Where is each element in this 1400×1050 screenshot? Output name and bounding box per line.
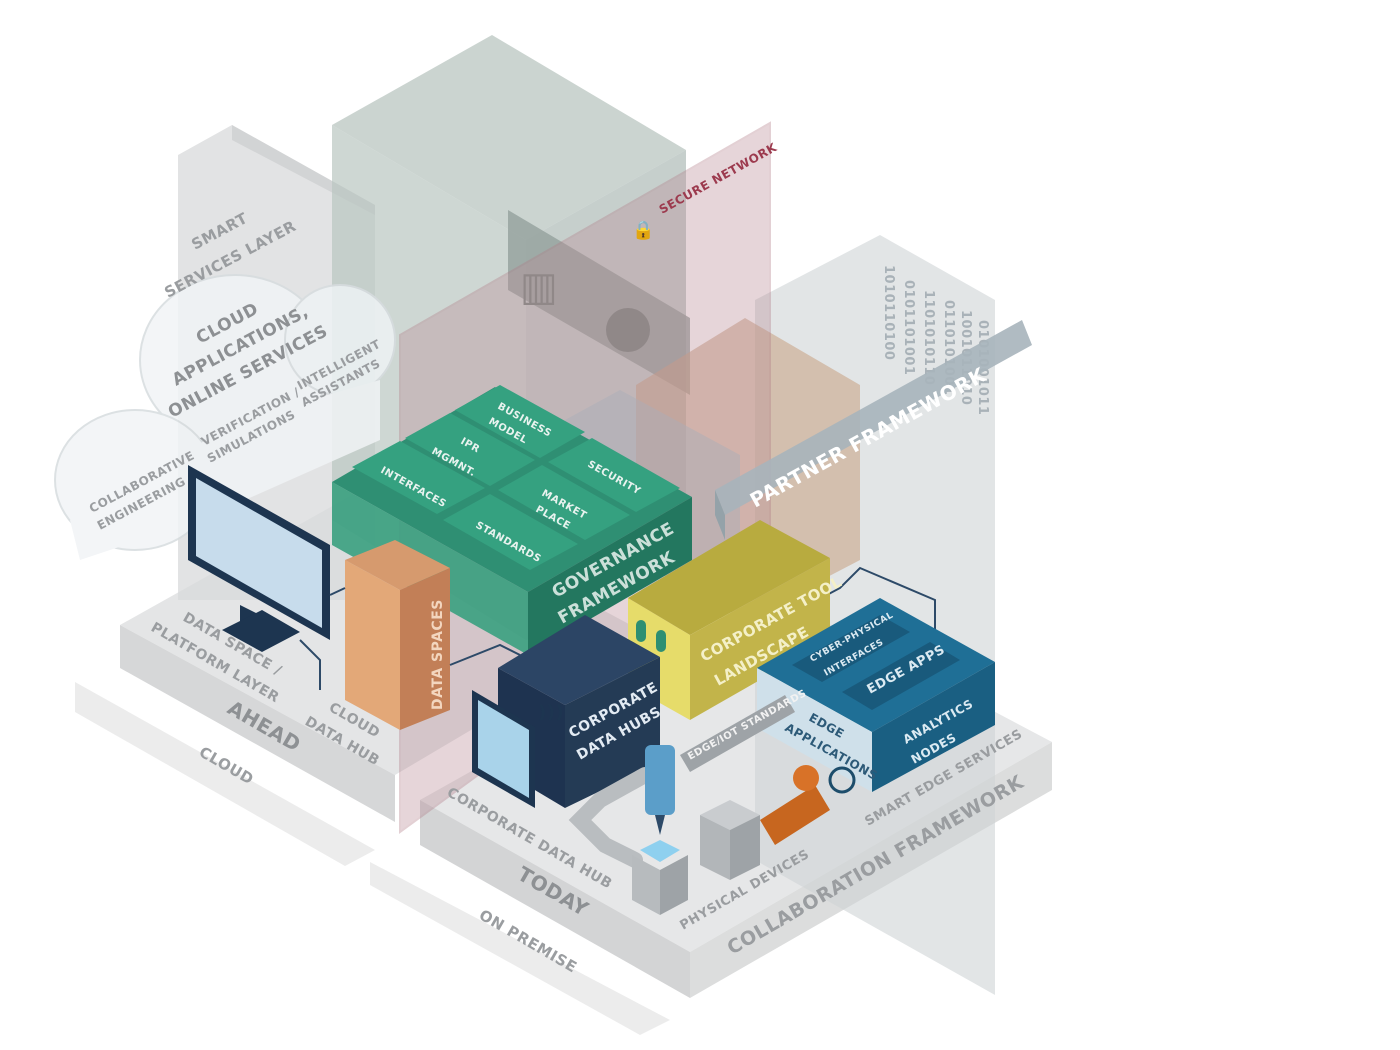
orange-pump-device [760,765,856,845]
dashboard-screen [508,210,690,395]
tile-market-place [498,465,630,540]
edge-box-right [872,662,995,792]
data-spaces-box-top [345,540,450,590]
milling-machine [632,745,688,915]
cloud-ground-strip [75,682,375,866]
data-spaces-box-front [345,560,400,730]
on-premise-ground-strip [370,862,670,1035]
ahead-platform-front [120,625,395,822]
tool-landscape-side [690,558,830,720]
chart-icon: ▥ [520,264,558,310]
tablet [472,690,535,808]
tile-security [548,438,680,512]
lock-icon: 🔒 [632,220,655,241]
edge-box-top [757,598,995,732]
gray-pipe [568,767,653,868]
tile-interfaces [352,441,485,514]
partner-framework-bar [715,320,1032,515]
tile-ipr-mgmnt [405,413,535,486]
svg-text:1101010110: 1101010110 [921,290,936,385]
tile-standards [443,494,578,570]
data-hubs-top [498,615,660,705]
edge-iot-standards-pipe [680,695,795,772]
cloud-shape [54,274,396,560]
governance-tiles [352,385,680,570]
center-tall-column-top [332,35,686,240]
monitor [188,465,330,652]
svg-text:0101101001: 0101101001 [901,280,916,375]
today-platform-front-left [420,800,690,998]
valve-wheel-icon [828,766,856,794]
pie-chart-icon [606,308,650,352]
partner-framework-bar-face [715,490,725,540]
tile-business-model [455,385,585,458]
tool-landscape-connectors [636,620,666,652]
tool-landscape-top [628,520,830,635]
cyber-physical-tile [792,615,910,682]
gray-cube-device [700,800,760,880]
data-spaces-label: DATA SPACES [430,599,446,710]
edge-apps-tile [842,642,960,710]
wireless-signal-icon: ))) [538,702,564,723]
data-spaces-box-side [400,568,450,730]
governance-box-right [528,497,692,655]
svg-text:1010110100: 1010110100 [881,265,896,360]
data-hubs-side [565,657,660,808]
